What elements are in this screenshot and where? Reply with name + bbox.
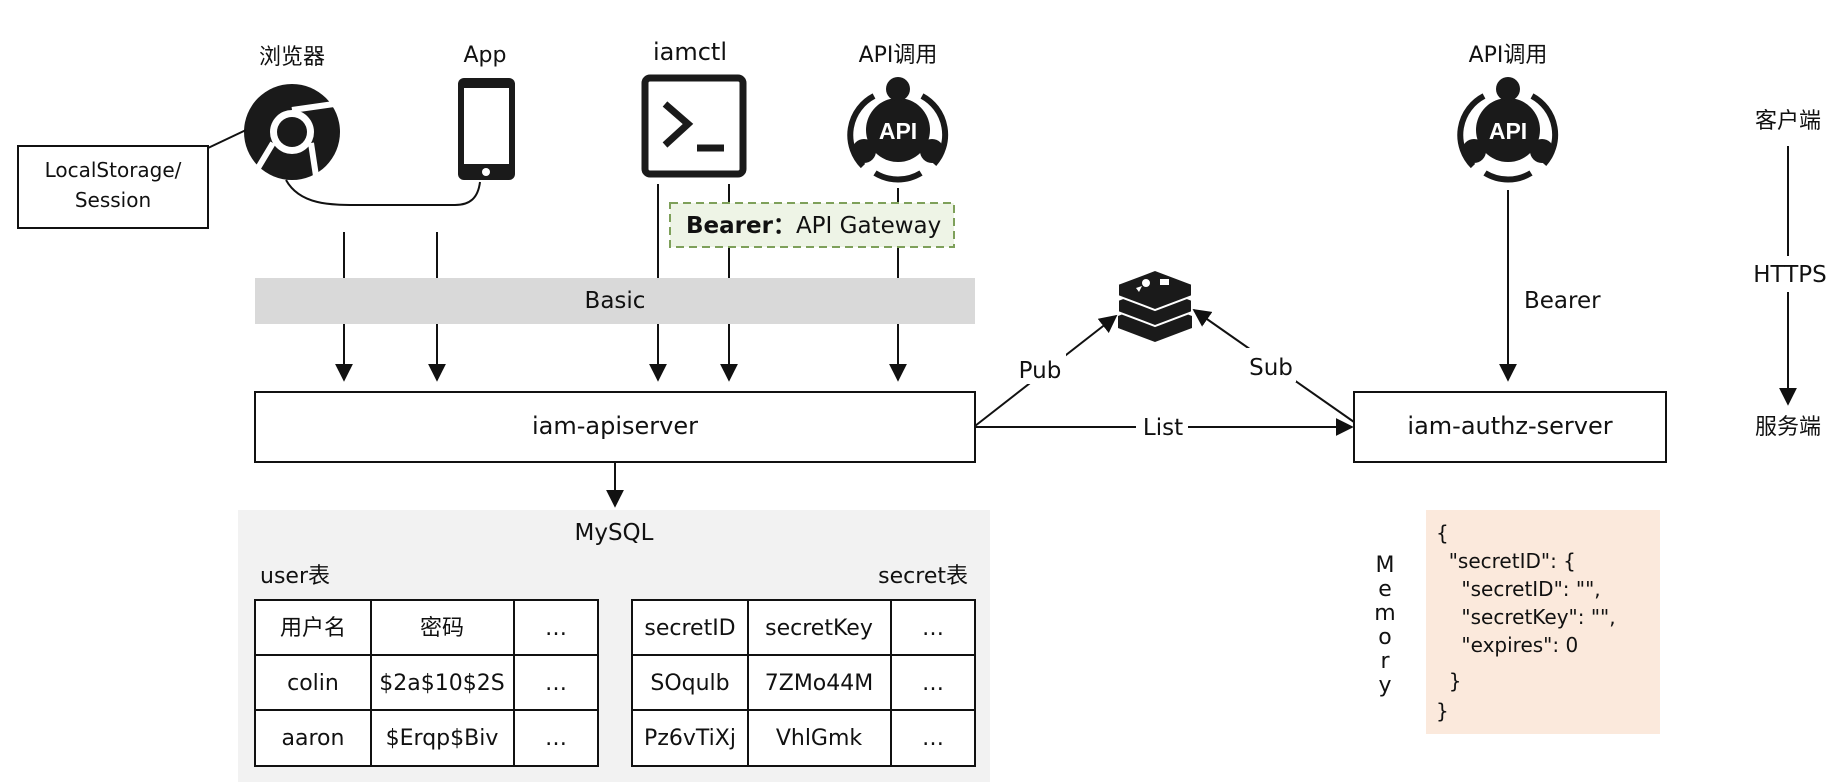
user-table-cell: $2a$10$2S — [379, 671, 504, 696]
redis-icon — [1117, 268, 1193, 342]
svg-text:y: y — [1378, 673, 1391, 698]
user-table-caption: user表 — [260, 564, 330, 589]
iamctl-label: iamctl — [653, 38, 727, 66]
secret-table: secretID secretKey … SOqulb 7ZMo44M … Pz… — [631, 599, 976, 767]
client-side-label: 客户端 — [1755, 109, 1821, 134]
svg-text:"secretKey": "",: "secretKey": "", — [1436, 605, 1616, 629]
server-side-label: 服务端 — [1755, 415, 1821, 440]
svg-text:LocalStorage/: LocalStorage/ — [45, 158, 182, 182]
memory-label: M e m o r y — [1374, 553, 1395, 698]
secret-table-cell: … — [922, 726, 944, 751]
authz-server-label: iam-authz-server — [1407, 412, 1612, 440]
svg-text:}: } — [1436, 669, 1461, 693]
svg-text:"secretID": "",: "secretID": "", — [1436, 577, 1601, 601]
svg-text:{: { — [1436, 521, 1449, 545]
svg-text:o: o — [1378, 625, 1391, 650]
secret-table-header-cell: … — [922, 616, 944, 641]
api-icon-right: API — [1457, 77, 1559, 183]
svg-text:API: API — [1489, 118, 1527, 144]
memory-json: { "secretID": { "secretID": "", "secretK… — [1436, 521, 1616, 723]
svg-text:e: e — [1378, 577, 1392, 602]
secret-table-cell: … — [922, 671, 944, 696]
secret-table-cell: 7ZMo44M — [765, 671, 874, 696]
list-label: List — [1143, 415, 1183, 441]
authz-server-box — [1353, 391, 1667, 463]
bearer-gateway-box — [669, 202, 955, 248]
secret-table-cell: VhlGmk — [776, 726, 863, 751]
svg-text:}: } — [1436, 699, 1449, 723]
user-table-cell: colin — [287, 671, 339, 696]
user-table: 用户名 密码 … colin $2a$10$2S … aaron $Erqp$B… — [254, 599, 599, 767]
user-table-cell: aaron — [282, 726, 345, 751]
user-table-cell: … — [545, 726, 567, 751]
secret-table-cell: SOqulb — [650, 671, 729, 696]
api-call-label-left: API调用 — [859, 43, 938, 68]
user-table-header-cell: 用户名 — [280, 616, 346, 641]
apiserver-label: iam-apiserver — [532, 412, 698, 440]
secret-table-header-cell: secretID — [644, 616, 735, 641]
browser-label: 浏览器 — [259, 45, 325, 70]
basic-band-label: Basic — [585, 288, 646, 314]
local-storage-note: LocalStorage/ Session — [17, 129, 247, 229]
bearer-label: Bearer — [1524, 288, 1601, 314]
basic-band — [255, 278, 975, 324]
svg-text:m: m — [1374, 601, 1395, 626]
svg-text:"secretID": {: "secretID": { — [1436, 549, 1576, 573]
api-icon-left: API — [847, 77, 949, 183]
phone-icon — [458, 78, 515, 180]
sub-label: Sub — [1249, 355, 1293, 381]
memory-panel — [1426, 510, 1660, 734]
svg-text:Session: Session — [75, 188, 151, 212]
svg-text:r: r — [1380, 649, 1390, 674]
user-table-cell: $Erqp$Biv — [386, 726, 499, 751]
pub-label: Pub — [1019, 358, 1062, 384]
user-table-header-cell: 密码 — [420, 616, 464, 641]
svg-text:M: M — [1376, 553, 1395, 578]
secret-table-header-cell: secretKey — [765, 616, 873, 641]
terminal-icon — [641, 74, 747, 178]
svg-text:API: API — [879, 118, 917, 144]
user-table-header-cell: … — [545, 616, 567, 641]
app-label: App — [464, 43, 507, 68]
mysql-title: MySQL — [575, 520, 654, 546]
connector-browser-app — [285, 179, 481, 206]
browser-icon — [244, 84, 340, 180]
user-table-cell: … — [545, 671, 567, 696]
secret-table-cell: Pz6vTiXj — [644, 726, 736, 751]
bearer-gateway-label: Bearer：API Gateway — [686, 213, 941, 239]
https-label: HTTPS — [1753, 262, 1826, 288]
secret-table-caption: secret表 — [878, 564, 968, 589]
svg-text:"expires": 0: "expires": 0 — [1436, 633, 1578, 657]
api-call-label-right: API调用 — [1469, 43, 1548, 68]
